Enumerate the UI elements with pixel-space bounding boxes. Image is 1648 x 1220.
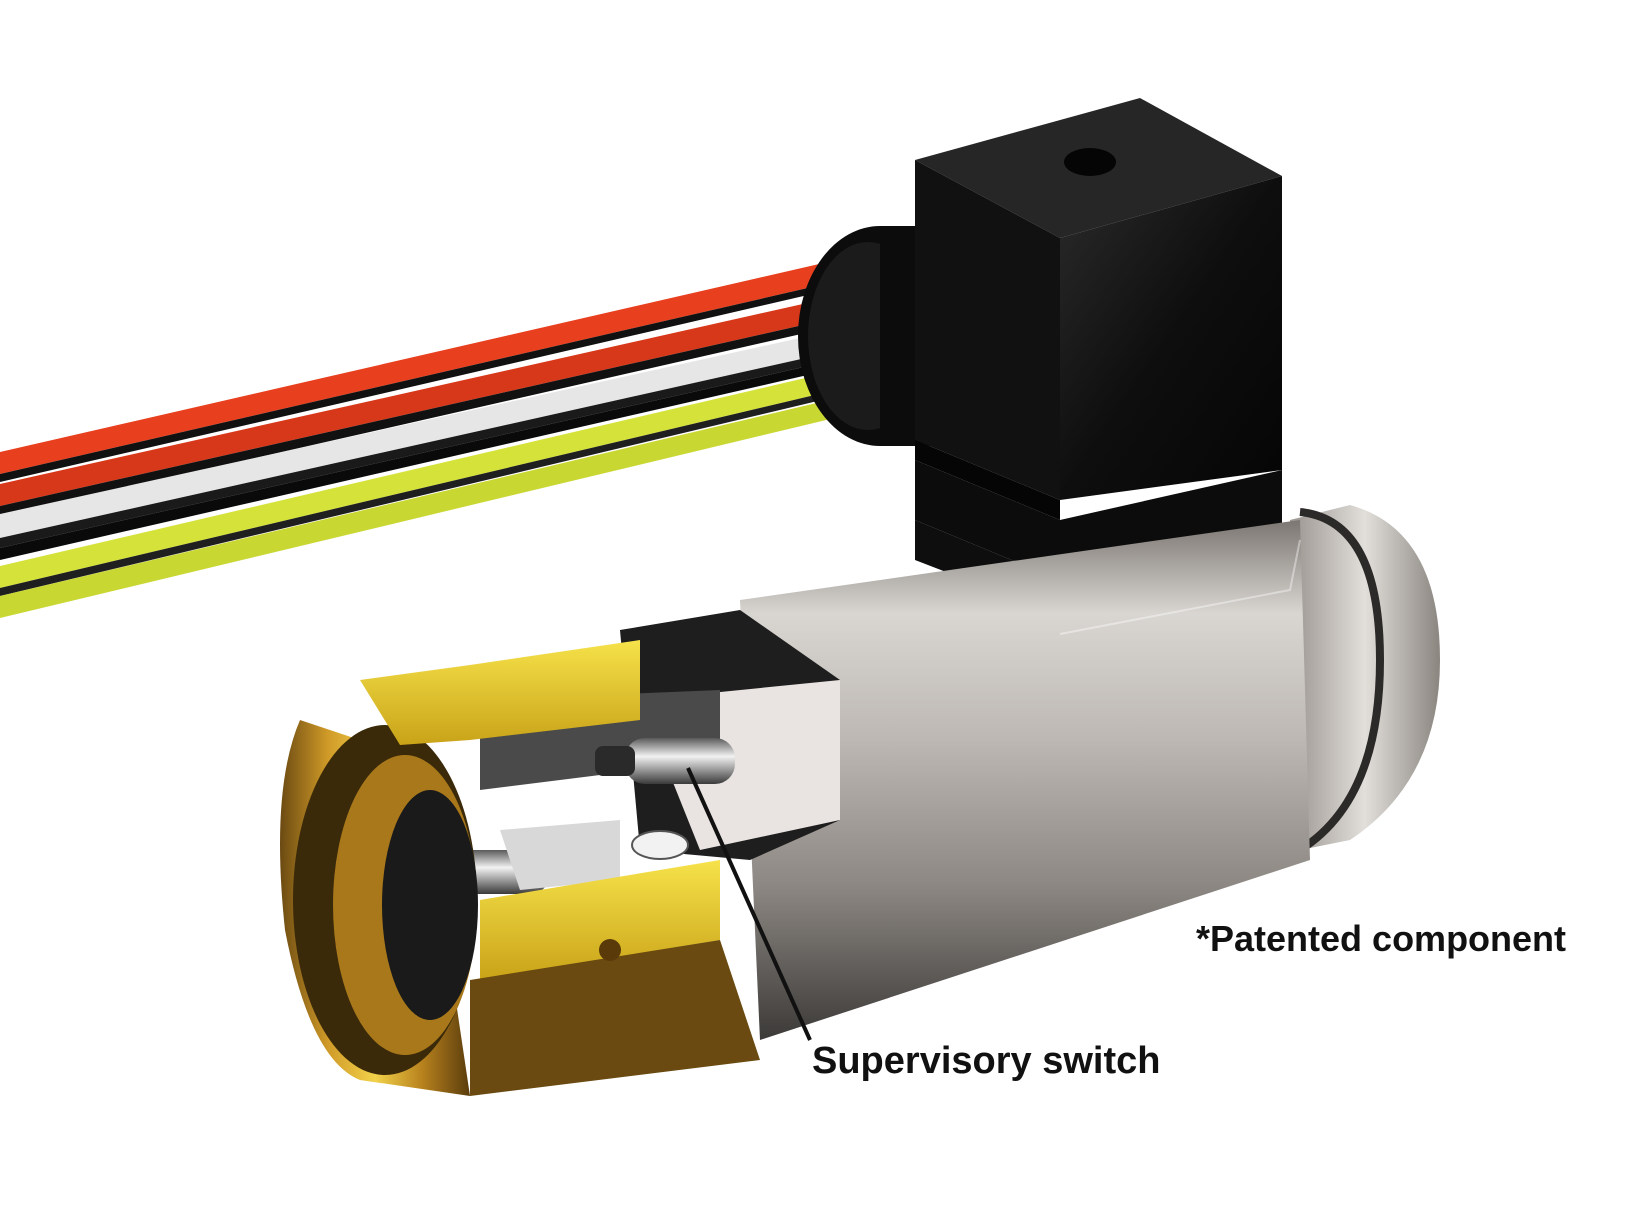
patented-component-label: *Patented component	[1196, 918, 1567, 959]
switch-cartridge	[595, 738, 735, 784]
wire-white	[0, 316, 904, 538]
wire-red-lower	[0, 284, 896, 506]
valve-body	[740, 520, 1310, 1040]
wire-yellow-upper	[0, 354, 912, 588]
supervisory-switch-label: Supervisory switch	[812, 1040, 1161, 1082]
wire-red-upper	[0, 250, 886, 474]
leader-line	[686, 767, 812, 1041]
wire-yellow-lower	[0, 380, 918, 618]
right-end-fitting	[1290, 505, 1440, 854]
wire-bundle	[0, 250, 918, 618]
brass-front-fitting	[280, 640, 760, 1096]
wire-black	[0, 344, 908, 560]
